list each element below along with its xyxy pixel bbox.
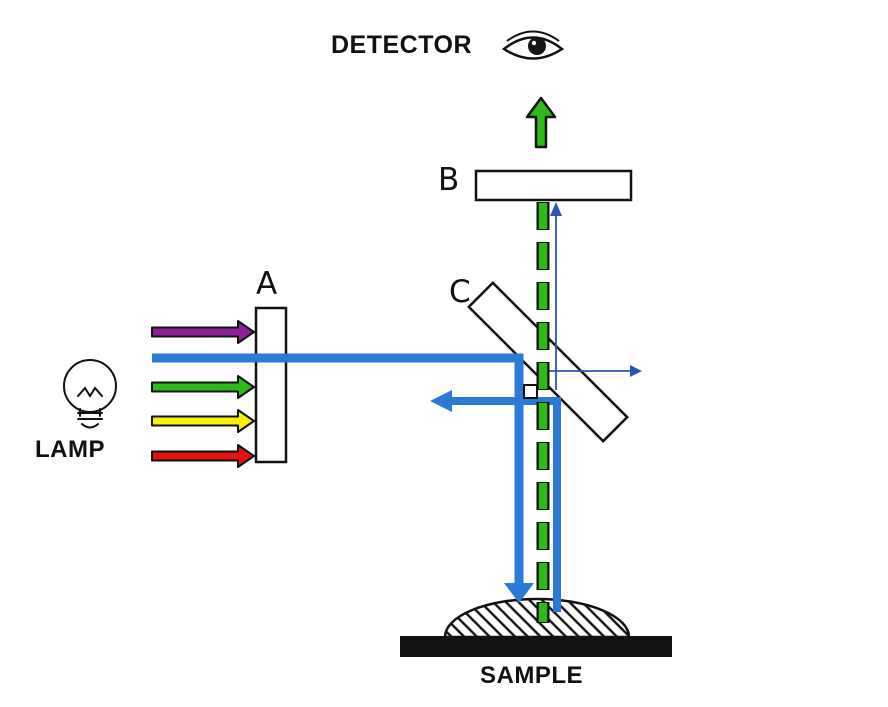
- detector-label: DETECTOR: [331, 31, 473, 59]
- green-ray-arrow-icon: [151, 375, 255, 399]
- excitation-filter-a-box: [254, 306, 288, 464]
- axis-right-arrowhead-icon: [630, 365, 642, 377]
- filter-b-label: B: [438, 162, 460, 198]
- sample-stage-bar: [400, 636, 672, 657]
- blue-beam-down-arrowhead-icon: [504, 583, 534, 603]
- emission-filter-b-box: [474, 169, 633, 202]
- emission-arrow-to-detector-icon: [525, 96, 557, 149]
- lamp-label: LAMP: [35, 436, 105, 463]
- blue-excitation-beam: [152, 353, 524, 584]
- axis-up-arrowhead-icon: [550, 202, 562, 216]
- mirror-c-label: C: [449, 274, 471, 310]
- light-bulb-icon: [63, 359, 117, 429]
- red-ray-arrow-icon: [151, 444, 255, 468]
- right-angle-marker: [523, 384, 538, 399]
- purple-ray-arrow-icon: [151, 320, 255, 344]
- blue-beam-left-arrowhead-icon: [430, 390, 452, 412]
- yellow-ray-arrow-icon: [151, 409, 255, 433]
- eye-icon: [501, 30, 565, 60]
- filter-a-label: A: [256, 266, 278, 302]
- blue-reflected-beam: [452, 397, 561, 612]
- sample-label: SAMPLE: [480, 662, 584, 689]
